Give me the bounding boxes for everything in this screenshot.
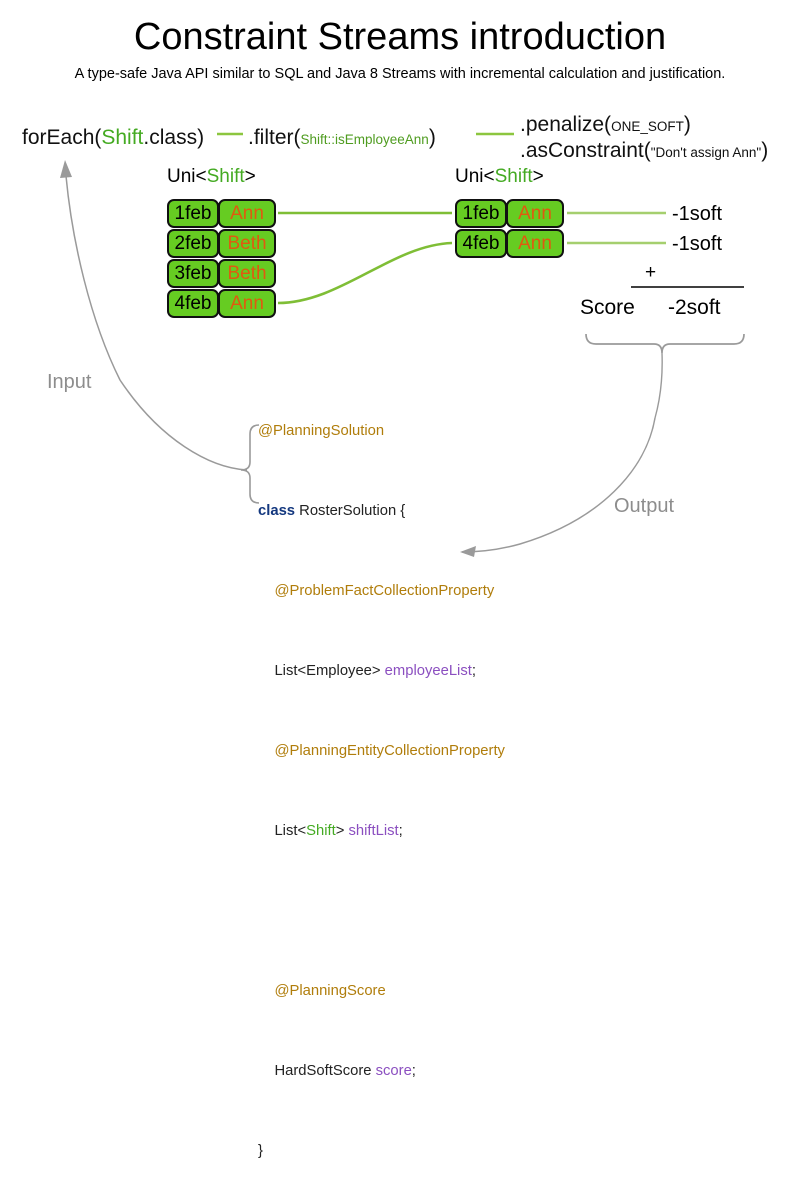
score-brace-stem xyxy=(654,352,663,419)
shift-row: 2feb Beth xyxy=(167,229,276,258)
uni-left-suffix: > xyxy=(244,166,256,187)
code-field-name: score xyxy=(375,1063,412,1079)
uni-caption-left: Uni<Shift> xyxy=(167,166,256,188)
score-label: Score xyxy=(580,296,635,319)
code-field-name: employeeList xyxy=(384,663,472,679)
shift-row: 4feb Ann xyxy=(167,289,276,318)
shift-row: 4feb Ann xyxy=(455,229,564,258)
filter-prefix: .filter( xyxy=(248,126,301,149)
code-type-shift: Shift xyxy=(306,823,336,839)
pipeline-foreach-call: forEach(Shift.class) xyxy=(22,126,204,150)
uni-right-suffix: > xyxy=(532,166,544,187)
penalize-arg: ONE_SOFT xyxy=(611,119,684,134)
code-punct: } xyxy=(258,1143,263,1159)
shift-row: 1feb Ann xyxy=(167,199,276,228)
code-block: @PlanningSolution class RosterSolution {… xyxy=(258,381,505,1181)
diagram-connectors xyxy=(60,132,745,557)
shift-employee: Ann xyxy=(218,199,276,228)
shift-employee: Ann xyxy=(506,199,564,228)
code-line-annotation: @ProblemFactCollectionProperty xyxy=(258,581,505,601)
shift-employee: Ann xyxy=(506,229,564,258)
pipeline-asconstraint-call: .asConstraint("Don't assign Ann") xyxy=(520,139,768,163)
penalty-label: -1soft xyxy=(672,203,723,225)
output-arrowhead xyxy=(460,546,476,557)
filter-method-ref: Shift::isEmployeeAnn xyxy=(300,132,429,147)
code-blank-line xyxy=(258,901,505,921)
uni-left-type: Shift xyxy=(206,166,245,187)
code-line-score-field: HardSoftScore score; xyxy=(258,1061,505,1081)
input-arrowhead xyxy=(60,160,72,178)
pipeline-penalize-call: .penalize(ONE_SOFT) xyxy=(520,113,691,137)
asconstraint-suffix: ) xyxy=(761,139,769,162)
code-fields-brace xyxy=(240,424,260,504)
uni-right-prefix: Uni< xyxy=(455,166,495,187)
input-label: Input xyxy=(47,371,92,393)
code-annotation: @PlanningSolution xyxy=(258,423,385,439)
asconstraint-prefix: .asConstraint( xyxy=(520,139,651,162)
code-line-annotation: @PlanningEntityCollectionProperty xyxy=(258,741,505,761)
uni-left-prefix: Uni< xyxy=(167,166,207,187)
code-line-annotation: @PlanningSolution xyxy=(258,421,505,441)
shift-date: 3feb xyxy=(167,259,219,288)
asconstraint-arg: "Don't assign Ann" xyxy=(650,145,762,160)
code-class-name: RosterSolution { xyxy=(295,503,406,519)
shift-date: 1feb xyxy=(455,199,507,228)
shift-employee: Ann xyxy=(218,289,276,318)
score-total: -2soft xyxy=(668,296,721,319)
penalty-label: -1soft xyxy=(672,233,723,255)
filter-suffix: ) xyxy=(428,126,436,149)
output-arrow xyxy=(461,417,656,553)
code-punct: > xyxy=(335,823,349,839)
code-annotation: @PlanningEntityCollectionProperty xyxy=(258,743,505,759)
input-arrow xyxy=(65,175,248,471)
shift-employee: Beth xyxy=(218,259,276,288)
code-type: HardSoftScore xyxy=(258,1063,376,1079)
foreach-type: Shift xyxy=(101,126,144,149)
shift-employee: Beth xyxy=(218,229,276,258)
foreach-prefix: forEach( xyxy=(22,126,102,149)
shift-date: 4feb xyxy=(455,229,507,258)
code-type: List< xyxy=(258,823,307,839)
code-annotation: @ProblemFactCollectionProperty xyxy=(258,583,495,599)
shift-row: 3feb Beth xyxy=(167,259,276,288)
page-subtitle: A type-safe Java API similar to SQL and … xyxy=(74,66,726,82)
pipeline-filter-call: .filter(Shift::isEmployeeAnn) xyxy=(248,126,436,150)
code-line-class-decl: class RosterSolution { xyxy=(258,501,505,521)
page-title: Constraint Streams introduction xyxy=(133,16,667,58)
shift-date: 4feb xyxy=(167,289,219,318)
score-brace xyxy=(585,333,745,354)
penalize-suffix: ) xyxy=(683,113,691,136)
flow-curve-4feb xyxy=(277,241,453,305)
code-punct: ; xyxy=(398,823,403,839)
code-line-annotation: @PlanningScore xyxy=(258,981,505,1001)
penalize-prefix: .penalize( xyxy=(520,113,612,136)
shift-date: 2feb xyxy=(167,229,219,258)
score-operator: + xyxy=(645,262,657,283)
code-type: List<Employee> xyxy=(258,663,385,679)
code-keyword: class xyxy=(258,503,296,519)
code-line-field: List<Employee> employeeList; xyxy=(258,661,505,681)
shift-date: 1feb xyxy=(167,199,219,228)
uni-right-type: Shift xyxy=(494,166,533,187)
code-line-close-brace: } xyxy=(258,1141,505,1161)
uni-caption-right: Uni<Shift> xyxy=(455,166,544,188)
output-label: Output xyxy=(614,495,675,517)
foreach-suffix: .class) xyxy=(143,126,205,149)
code-field-name: shiftList xyxy=(348,823,399,839)
code-punct: ; xyxy=(411,1063,416,1079)
code-annotation: @PlanningScore xyxy=(258,983,386,999)
code-line-field: List<Shift> shiftList; xyxy=(258,821,505,841)
code-punct: ; xyxy=(471,663,476,679)
shift-row: 1feb Ann xyxy=(455,199,564,228)
